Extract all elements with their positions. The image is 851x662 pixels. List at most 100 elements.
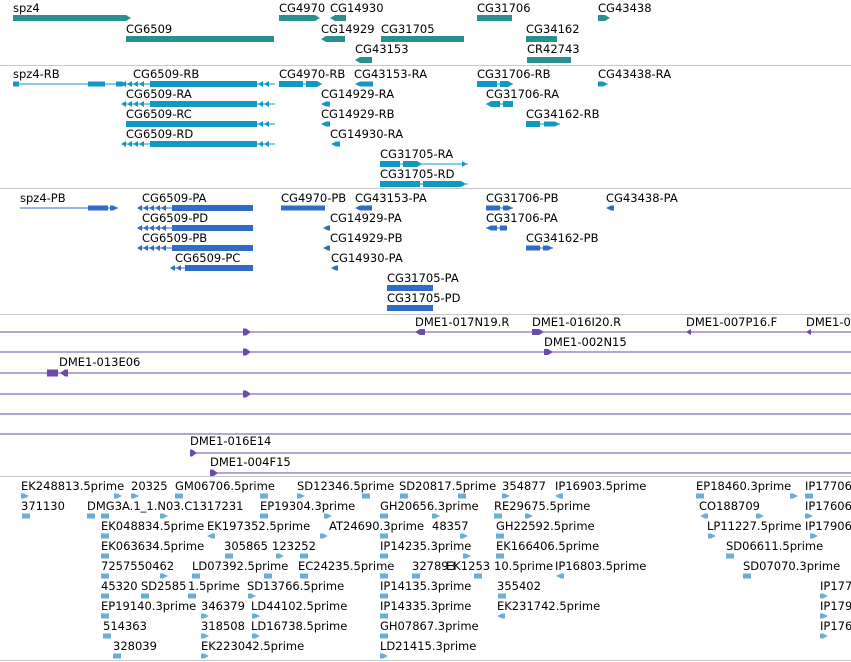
feature-glyph[interactable] (380, 593, 388, 599)
est-label[interactable]: IP14235.3prime (380, 539, 472, 553)
feature-glyph[interactable] (321, 101, 330, 107)
est-label[interactable]: EC24235.5prime (298, 559, 395, 573)
est-label[interactable]: IP179 (820, 599, 851, 613)
est-label[interactable]: GH20656.3prime (380, 499, 479, 513)
feature-glyph[interactable] (300, 573, 308, 579)
feature-glyph[interactable] (527, 57, 571, 63)
est-label[interactable]: 514363 (103, 619, 147, 633)
est-label[interactable]: SD20817.5prime (399, 479, 497, 493)
feature-glyph[interactable] (172, 205, 253, 211)
feature-glyph[interactable] (101, 613, 109, 619)
feature-glyph[interactable] (172, 245, 253, 251)
feature-label[interactable]: CG6509-PD (142, 211, 209, 225)
strand-arrow[interactable] (133, 81, 138, 87)
feature-glyph[interactable] (432, 513, 440, 519)
est-label[interactable]: EP18460.3prime (696, 479, 792, 493)
est-label[interactable]: 1.5prime (188, 579, 240, 593)
strand-arrow[interactable] (121, 141, 126, 147)
est-label[interactable]: SD13766.5prime (247, 579, 345, 593)
feature-glyph[interactable] (201, 613, 209, 619)
feature-label[interactable]: CG6509-PB (142, 231, 208, 245)
feature-glyph[interactable] (101, 553, 109, 559)
est-label[interactable]: LD07392.5prime (192, 559, 289, 573)
feature-glyph[interactable] (362, 493, 370, 499)
feature-label[interactable]: CG14929-RB (321, 107, 395, 121)
feature-glyph[interactable] (756, 513, 764, 519)
feature-label[interactable]: DME1-013E06 (59, 355, 141, 369)
feature-glyph[interactable] (423, 181, 466, 187)
feature-glyph[interactable] (606, 205, 614, 211)
feature-label[interactable]: CG31706-PA (486, 211, 558, 225)
feature-glyph[interactable] (380, 533, 388, 539)
feature-glyph[interactable] (260, 493, 268, 499)
feature-label[interactable]: CG6509-PC (175, 251, 241, 265)
feature-label[interactable]: CG14929-RA (321, 87, 395, 101)
feature-glyph[interactable] (300, 553, 308, 559)
feature-glyph[interactable] (160, 513, 168, 519)
feature-glyph[interactable] (88, 205, 108, 211)
est-label[interactable]: 354877 (502, 479, 546, 493)
strand-arrow[interactable] (149, 205, 154, 211)
est-label[interactable]: EK063634.5prime (101, 539, 205, 553)
feature-label[interactable]: CG34162 (526, 22, 580, 36)
feature-glyph[interactable] (525, 513, 533, 519)
feature-glyph[interactable] (806, 329, 811, 335)
feature-label[interactable]: DME1-016I20.R (532, 315, 622, 329)
feature-label[interactable]: CG4970-RB (279, 67, 346, 81)
feature-glyph[interactable] (458, 493, 466, 499)
est-label[interactable]: SD07070.3prime (743, 559, 841, 573)
feature-label[interactable]: spz4-PB (20, 191, 66, 205)
feature-label[interactable]: CG6509-RB (133, 67, 200, 81)
strand-arrow[interactable] (161, 245, 166, 251)
feature-glyph[interactable] (598, 15, 610, 21)
est-label[interactable]: LD44102.5prime (251, 599, 348, 613)
feature-glyph[interactable] (726, 553, 734, 559)
strand-arrow[interactable] (139, 101, 144, 107)
est-label[interactable]: EK248813.5prime (21, 479, 125, 493)
feature-glyph[interactable] (101, 573, 109, 579)
est-label[interactable]: 123252 (272, 539, 316, 553)
feature-glyph[interactable] (500, 81, 513, 87)
est-label[interactable]: EK231742.5prime (497, 599, 601, 613)
feature-label[interactable]: CG43438 (598, 1, 652, 15)
est-label[interactable]: LD16738.5prime (251, 619, 348, 633)
strand-arrow[interactable] (161, 225, 166, 231)
feature-label[interactable]: CG43153-PA (355, 191, 427, 205)
feature-glyph[interactable] (498, 593, 506, 599)
feature-label[interactable]: CG31705-PA (387, 271, 459, 285)
feature-label[interactable]: spz4 (13, 1, 40, 15)
est-label[interactable]: GH22592.5prime (496, 519, 595, 533)
strand-arrow[interactable] (264, 81, 269, 87)
feature-glyph[interactable] (460, 533, 468, 539)
feature-glyph[interactable] (381, 36, 464, 42)
feature-glyph[interactable] (141, 593, 149, 599)
feature-glyph[interactable] (380, 633, 388, 639)
feature-glyph[interactable] (110, 205, 118, 211)
feature-glyph[interactable] (380, 553, 388, 559)
est-label[interactable]: 48357 (432, 519, 469, 533)
feature-glyph[interactable] (260, 513, 268, 519)
feature-label[interactable]: CG31706-RA (486, 87, 560, 101)
feature-glyph[interactable] (22, 513, 30, 519)
strand-arrow[interactable] (149, 225, 154, 231)
feature-label[interactable]: CG31706-PB (486, 191, 559, 205)
feature-label[interactable]: CG31705 (381, 22, 435, 36)
strand-arrow[interactable] (252, 121, 257, 127)
feature-label[interactable]: DME1-007P16.F (686, 315, 778, 329)
feature-label[interactable]: CG4970-PB (281, 191, 347, 205)
feature-glyph[interactable] (87, 513, 95, 519)
feature-glyph[interactable] (503, 101, 513, 107)
est-label[interactable]: SD06611.5prime (726, 539, 824, 553)
feature-glyph[interactable] (387, 285, 433, 291)
feature-glyph[interactable] (526, 121, 540, 127)
est-label[interactable]: RE29675.5prime (494, 499, 591, 513)
feature-glyph[interactable] (380, 181, 420, 187)
feature-glyph[interactable] (324, 513, 332, 519)
feature-glyph[interactable] (192, 573, 200, 579)
feature-label[interactable]: CG14930 (330, 1, 384, 15)
strand-arrow[interactable] (258, 141, 263, 147)
feature-glyph[interactable] (320, 533, 328, 539)
feature-glyph[interactable] (486, 225, 497, 231)
strand-arrow[interactable] (139, 81, 144, 87)
feature-glyph[interactable] (696, 493, 704, 499)
